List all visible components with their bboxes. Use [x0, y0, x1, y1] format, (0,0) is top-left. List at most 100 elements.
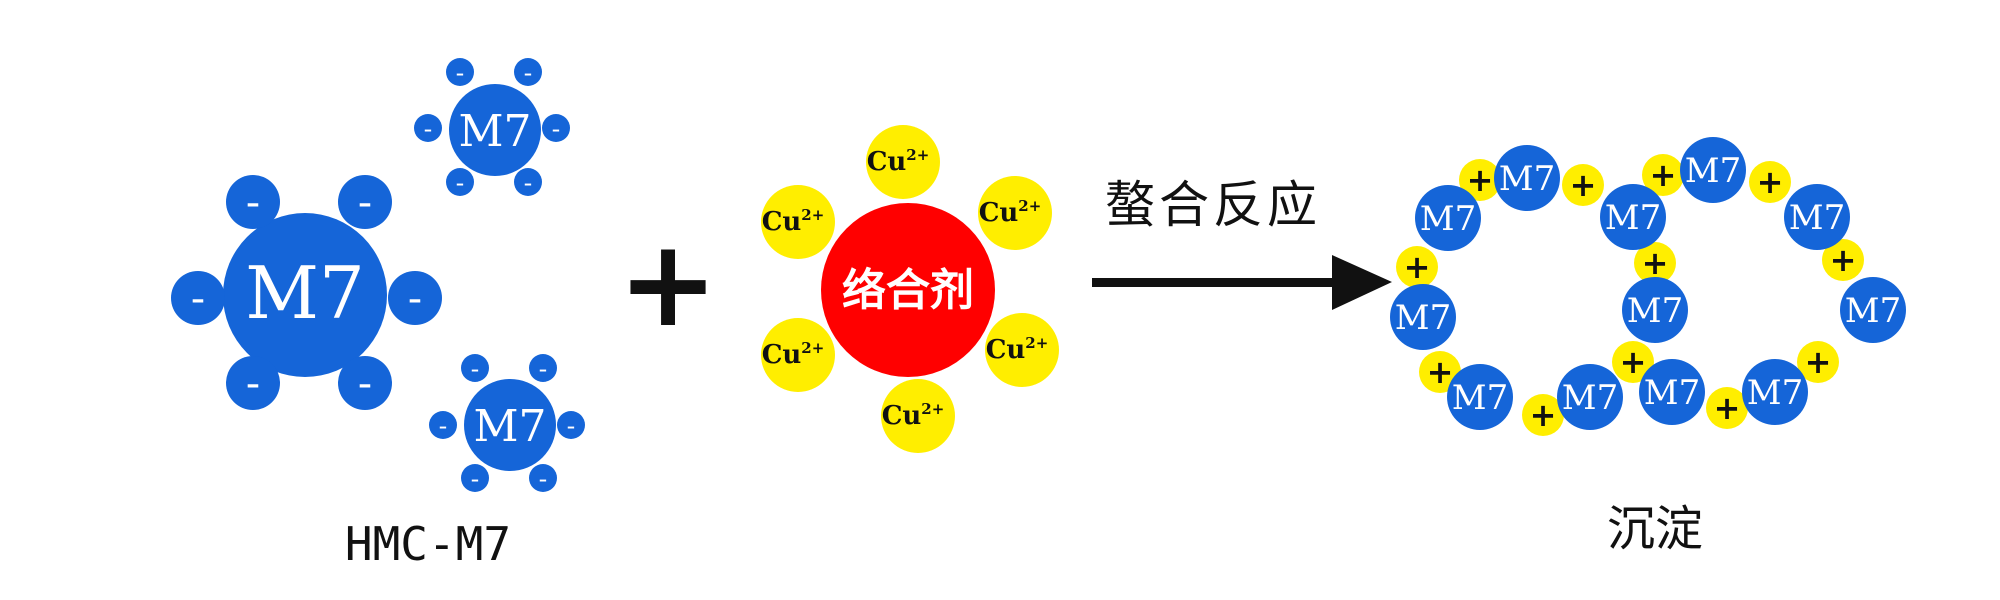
positive-bridge: +: [1749, 161, 1791, 203]
positive-bridge: +: [1396, 246, 1438, 288]
svg-text:+: +: [1467, 161, 1494, 199]
negative-charge: -: [542, 114, 570, 143]
large-m7-core: [223, 213, 387, 377]
negative-charge: -: [338, 356, 392, 410]
svg-text:+: +: [1830, 241, 1857, 279]
complexing-agent-core: [821, 203, 995, 377]
svg-text:+: +: [1427, 353, 1454, 391]
network-m7-molecule: M7: [1494, 145, 1560, 211]
positive-bridge: +: [1822, 239, 1864, 281]
negative-charge: -: [171, 271, 225, 325]
svg-text:-: -: [439, 412, 448, 440]
network-m7-molecule: M7: [1390, 284, 1456, 350]
svg-text:-: -: [191, 276, 205, 322]
network-m7-molecule: M7: [1680, 137, 1746, 203]
cu-ion: Cu2+: [881, 379, 955, 453]
svg-text:-: -: [246, 361, 260, 407]
svg-text:-: -: [524, 59, 533, 87]
cu-ion: Cu2+: [978, 176, 1052, 250]
svg-text:Cu2+: Cu2+: [979, 197, 1042, 228]
svg-text:M7: M7: [1420, 199, 1476, 239]
svg-text:M7: M7: [1605, 198, 1661, 238]
positive-bridge: +: [1634, 242, 1676, 284]
arrow-label: 螯合反应: [1105, 176, 1321, 234]
positive-bridge: +: [1522, 394, 1564, 436]
network-m7-molecule: M7: [1447, 364, 1513, 430]
svg-text:+: +: [1714, 389, 1741, 427]
negative-charge: -: [429, 411, 457, 440]
small-m7-negative-charges: - - - - - -: [414, 58, 570, 197]
svg-text:+: +: [1570, 166, 1597, 204]
svg-text:M7: M7: [1685, 151, 1741, 191]
negative-charge: -: [446, 168, 474, 197]
svg-text:-: -: [456, 169, 465, 197]
negative-charge: -: [414, 114, 442, 143]
negative-charge: -: [338, 175, 392, 229]
small-m7-molecule-top: M7 - - - - - -: [414, 58, 570, 197]
small-m7-molecule-bottom: M7 - - - - - -: [429, 354, 585, 493]
large-m7-negative-charges: - - - - - -: [171, 175, 442, 410]
svg-text:+: +: [1757, 163, 1784, 201]
negative-charge: -: [514, 58, 542, 87]
svg-text:-: -: [524, 169, 533, 197]
large-m7-molecule: M7 - - - - - -: [171, 175, 442, 410]
svg-text:M7: M7: [1747, 373, 1803, 413]
network-m7-molecule: M7: [1600, 184, 1666, 250]
positive-bridge: +: [1642, 154, 1684, 196]
svg-text:-: -: [539, 355, 548, 383]
negative-charge: -: [529, 354, 557, 383]
svg-text:Cu2+: Cu2+: [882, 400, 945, 431]
svg-text:+: +: [1620, 343, 1647, 381]
svg-text:+: +: [1404, 248, 1431, 286]
svg-text:M7: M7: [1499, 159, 1555, 199]
network-m7-molecule: M7: [1557, 364, 1623, 430]
small-m7-label: M7: [473, 401, 546, 452]
svg-text:Cu2+: Cu2+: [762, 339, 825, 370]
svg-text:-: -: [552, 115, 561, 143]
complexing-agent-group: Cu2+ Cu2+ Cu2+ Cu2+ Cu2+ Cu2+ 络合剂: [761, 125, 1059, 453]
network-m7-molecule: M7: [1742, 359, 1808, 425]
product-caption: 沉淀: [1607, 501, 1703, 557]
complexing-agent-label: 络合剂: [842, 265, 974, 316]
negative-charge: -: [529, 464, 557, 493]
svg-text:+: +: [1805, 343, 1832, 381]
svg-text:-: -: [567, 412, 576, 440]
reactant-group: M7 - - - - - - M7 - - - - - -: [171, 58, 585, 571]
svg-text:M7: M7: [1395, 298, 1451, 338]
network-m7-molecule: M7: [1622, 277, 1688, 343]
svg-text:-: -: [456, 59, 465, 87]
svg-text:-: -: [424, 115, 433, 143]
positive-bridge: +: [1562, 164, 1604, 206]
network-m7-molecule: M7: [1840, 277, 1906, 343]
network-m7-molecule: M7: [1784, 184, 1850, 250]
positive-bridge: +: [1797, 341, 1839, 383]
svg-text:M7: M7: [1627, 291, 1683, 331]
cu-ion: Cu2+: [761, 318, 835, 392]
cu-ion: Cu2+: [761, 185, 835, 259]
positive-bridge: +: [1612, 341, 1654, 383]
negative-charge: -: [226, 175, 280, 229]
positive-bridge: +: [1459, 159, 1501, 201]
network-m7-molecule: M7: [1415, 185, 1481, 251]
svg-text:-: -: [539, 465, 548, 493]
small-m7-label: M7: [458, 106, 531, 157]
svg-text:-: -: [408, 276, 422, 322]
svg-text:M7: M7: [1789, 198, 1845, 238]
svg-text:-: -: [246, 180, 260, 226]
svg-text:-: -: [471, 465, 480, 493]
negative-charge: -: [226, 356, 280, 410]
negative-charge: -: [461, 354, 489, 383]
arrow-shaft: [1092, 278, 1342, 287]
svg-text:-: -: [358, 180, 372, 226]
svg-text:+: +: [1530, 396, 1557, 434]
svg-text:Cu2+: Cu2+: [867, 146, 930, 177]
positive-bridge: +: [1706, 387, 1748, 429]
negative-charge: -: [388, 271, 442, 325]
reaction-arrow: 螯合反应: [1092, 176, 1392, 310]
reactant-caption: HMC-M7: [345, 517, 511, 571]
negative-charge: -: [446, 58, 474, 87]
cu-ion: Cu2+: [985, 313, 1059, 387]
svg-text:-: -: [358, 361, 372, 407]
